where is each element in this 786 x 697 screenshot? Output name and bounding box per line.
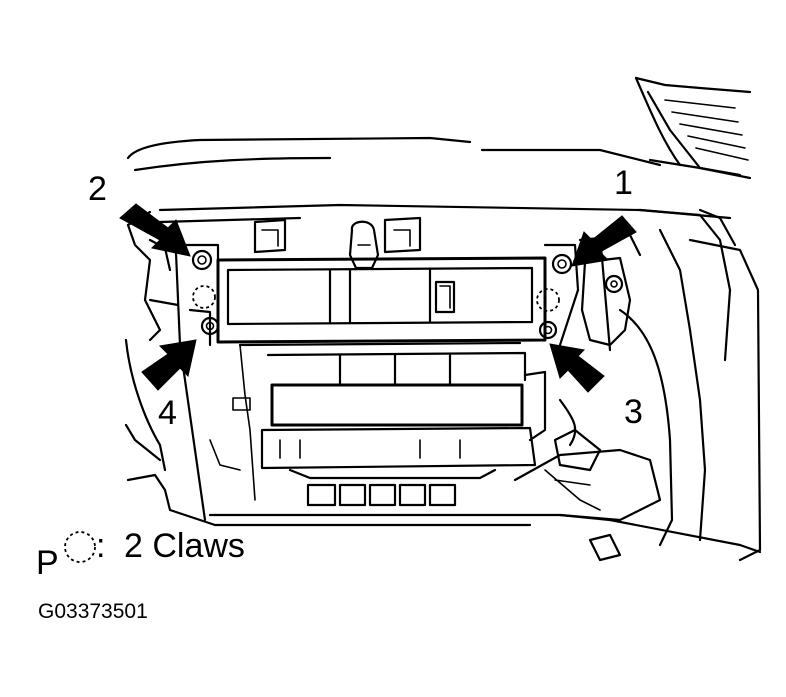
lower-module (208, 341, 762, 562)
callout-3: 3 (624, 393, 643, 431)
legend-label: 2 Claws (124, 527, 245, 565)
audio-unit (183, 216, 580, 347)
arrow-3 (549, 343, 605, 393)
arrow-2 (119, 203, 191, 257)
arrow-1 (571, 215, 637, 267)
legend-colon: : (96, 527, 105, 565)
legend: P : 2 Claws (36, 527, 245, 582)
callout-4: 4 (158, 394, 177, 432)
claw-symbol-icon (64, 531, 96, 563)
arrow-4 (141, 339, 197, 391)
callout-2: 2 (88, 170, 107, 208)
callout-1: 1 (614, 164, 633, 202)
dashboard-outline (124, 76, 762, 562)
legend-prefix: P (36, 544, 59, 582)
figure-code: G03373501 (38, 600, 148, 623)
